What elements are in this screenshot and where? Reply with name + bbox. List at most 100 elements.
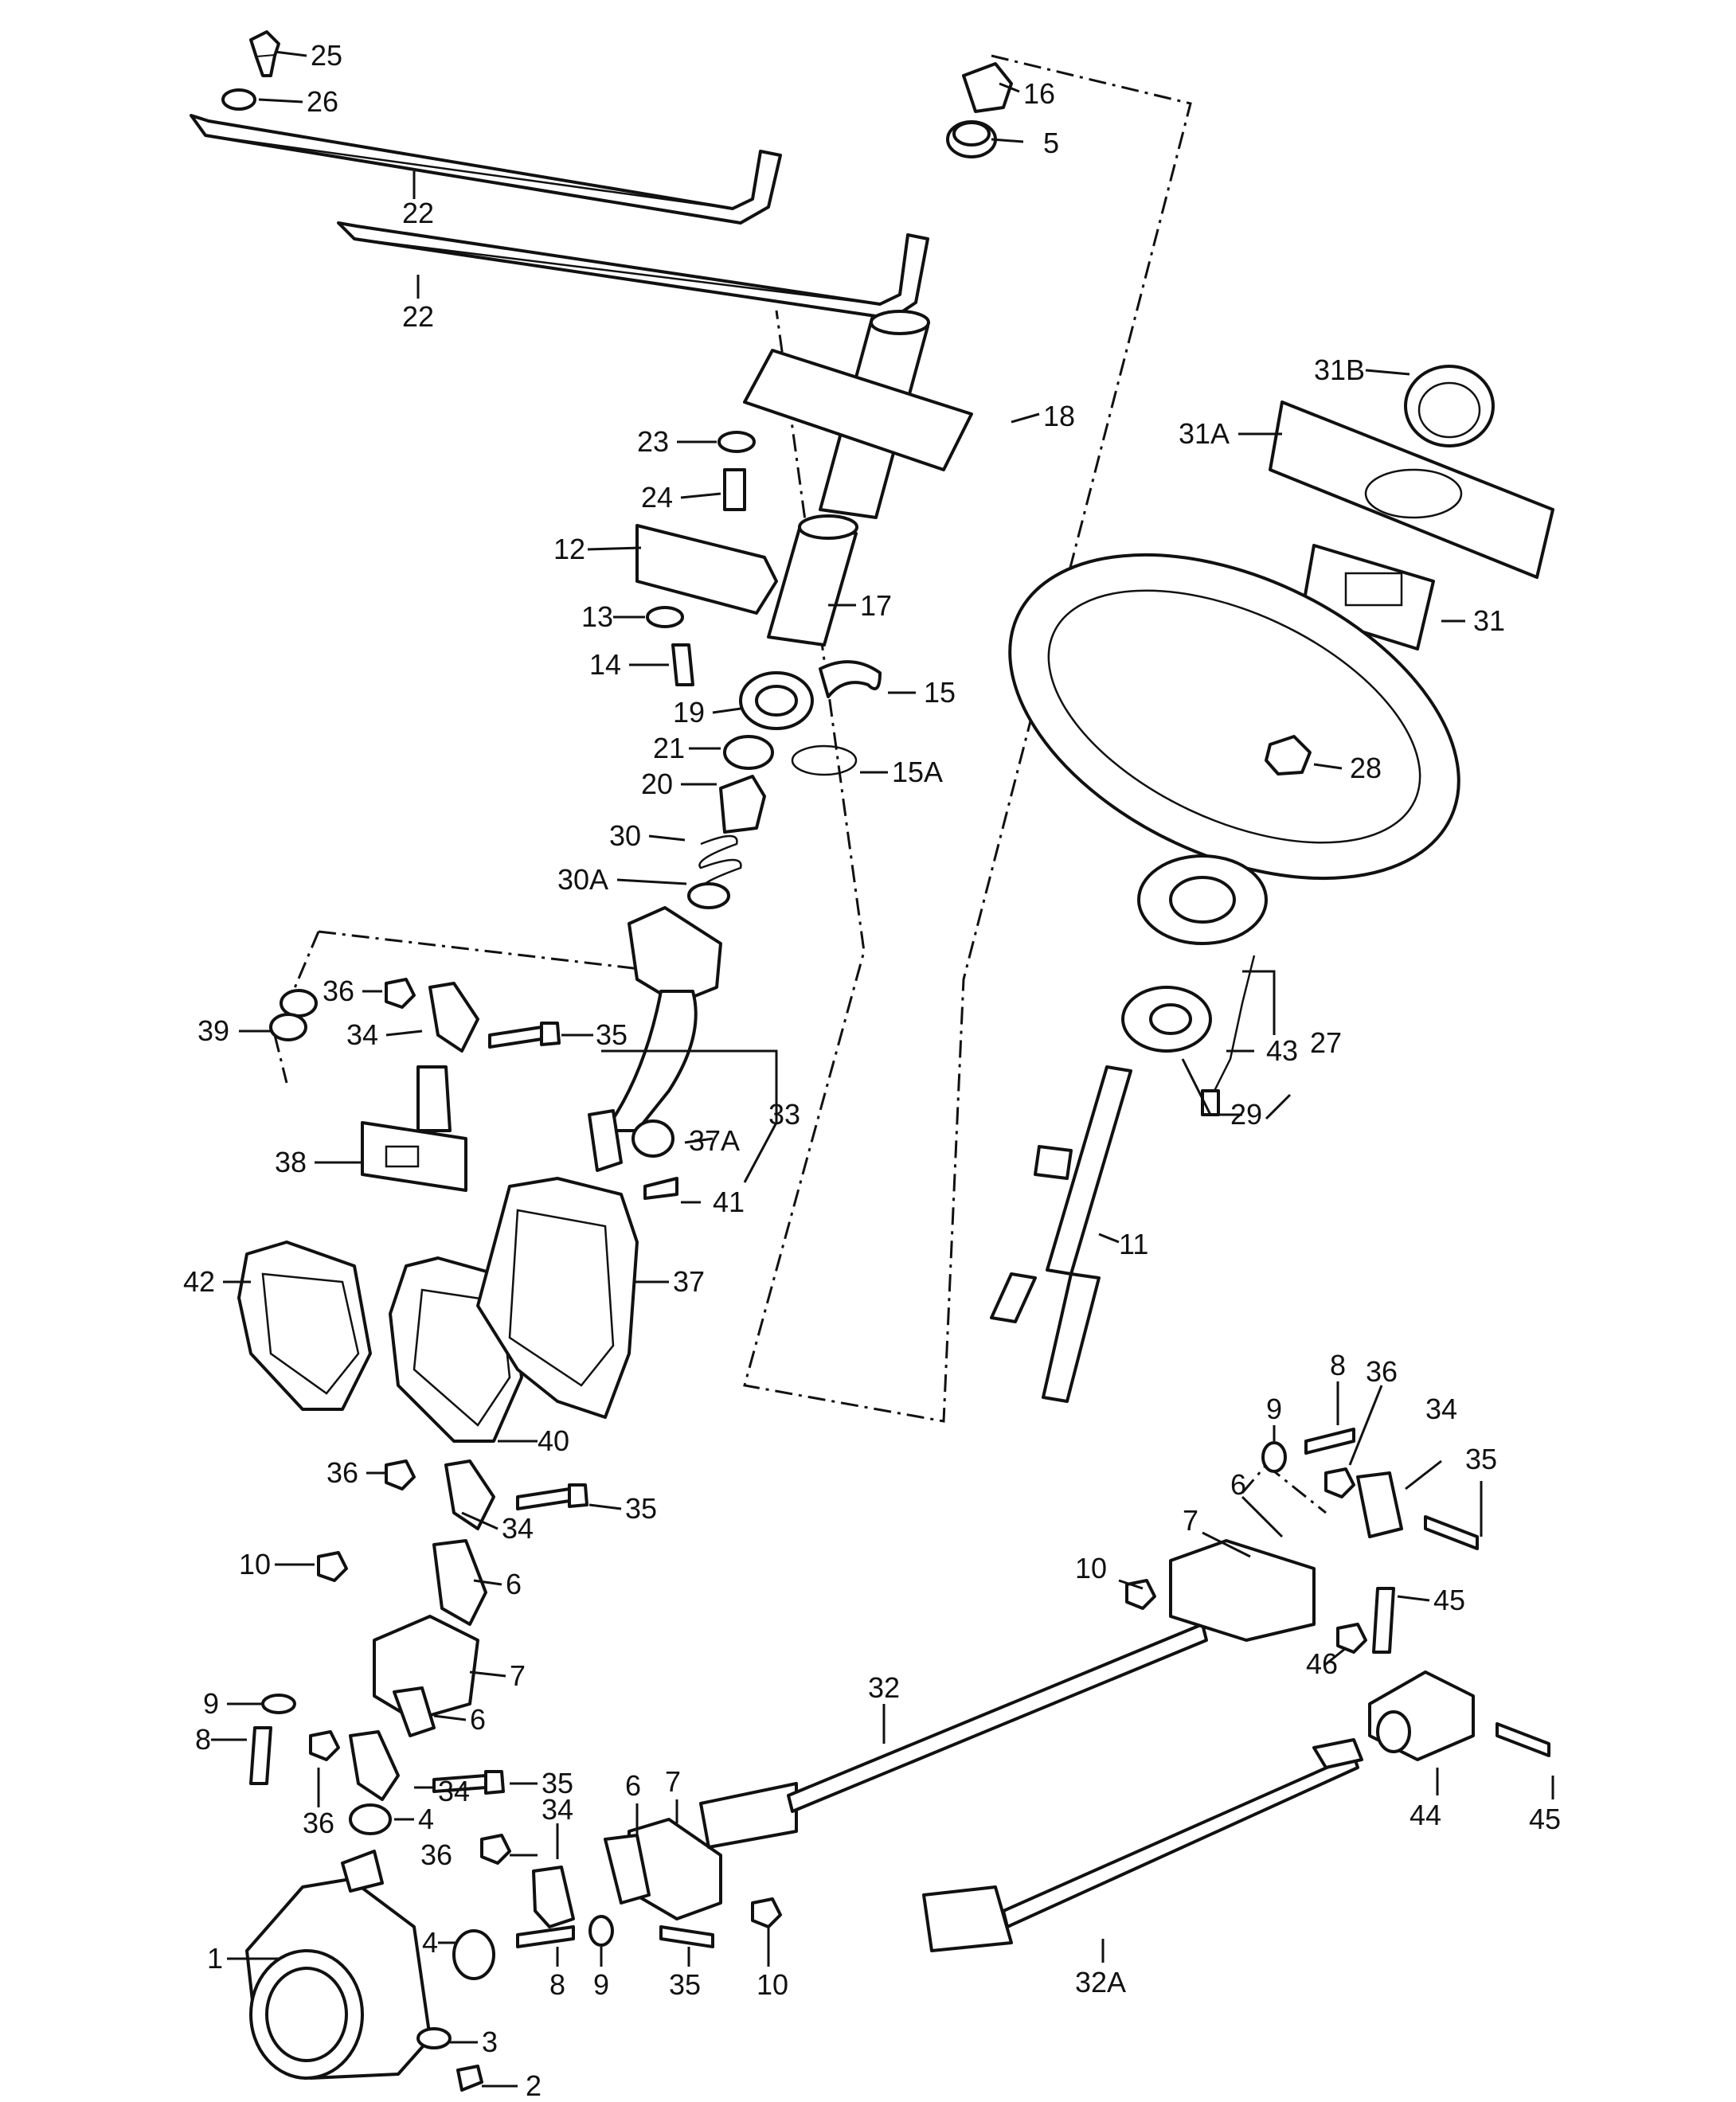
- nut-10-right: [1125, 1579, 1156, 1610]
- wire-43: [1201, 955, 1256, 1116]
- callout-16: 16: [1023, 77, 1055, 110]
- clip-15: [819, 660, 882, 698]
- callout-12: 12: [553, 533, 585, 565]
- nut-36-lower: [309, 1730, 340, 1761]
- washer-30A: [687, 882, 730, 909]
- nut-10-bottom: [751, 1897, 782, 1928]
- callout-31B: 31B: [1314, 354, 1365, 386]
- callout-37A: 37A: [689, 1124, 740, 1157]
- callout-33: 33: [768, 1098, 800, 1131]
- callout-10: 10: [1075, 1552, 1107, 1584]
- washer-9-right: [1261, 1441, 1287, 1473]
- callout-37: 37: [673, 1265, 705, 1298]
- column-tube-17: [767, 514, 858, 647]
- callout-36: 36: [303, 1807, 334, 1839]
- spring-30: [698, 834, 742, 889]
- support-bracket-lower: [337, 221, 929, 320]
- callout-34: 34: [346, 1018, 378, 1051]
- callout-35: 35: [542, 1767, 573, 1799]
- assembly-group-outline: [743, 54, 1192, 1423]
- clamp-6-middle: [604, 1834, 651, 1905]
- callout-19: 19: [673, 696, 705, 729]
- clamp-34-upper: [428, 982, 479, 1053]
- bolt-8-right: [1304, 1428, 1355, 1455]
- callout-7: 7: [1183, 1504, 1198, 1537]
- washer-3: [416, 2027, 452, 2049]
- plug-39: [269, 989, 318, 1041]
- support-bracket-upper: [190, 114, 782, 225]
- callout-40: 40: [538, 1424, 569, 1457]
- callout-6: 6: [506, 1568, 522, 1600]
- callout-8: 8: [195, 1723, 211, 1756]
- bushing-4-left: [349, 1803, 392, 1835]
- callout-26: 26: [307, 85, 338, 118]
- callout-9: 9: [1266, 1393, 1282, 1425]
- callout-4: 4: [418, 1803, 434, 1835]
- callout-27: 27: [1310, 1026, 1342, 1059]
- gear-20: [719, 775, 766, 834]
- clamp-34-mid: [444, 1459, 495, 1530]
- callout-5: 5: [1043, 127, 1059, 159]
- callout-8: 8: [1330, 1349, 1346, 1381]
- callout-labels: 25 26 22 22 16 5 18 23 24 12 17 13 14 19…: [183, 39, 1561, 2102]
- callout-42: 42: [183, 1265, 215, 1298]
- ring-21: [723, 735, 774, 770]
- callout-34: 34: [542, 1793, 573, 1826]
- callout-44: 44: [1410, 1799, 1441, 1831]
- callout-24: 24: [641, 481, 673, 514]
- ring-15A: [791, 744, 858, 776]
- steering-shaft-11: [990, 1065, 1132, 1403]
- callout-39: 39: [197, 1014, 229, 1047]
- intermediate-shaft-32A: [922, 1738, 1363, 1952]
- callout-2: 2: [526, 2069, 542, 2102]
- bearing-19: [739, 671, 814, 730]
- switch-lever-33: [588, 1109, 674, 1172]
- nut-36-right: [1324, 1467, 1355, 1498]
- bolt-8-bottom: [516, 1925, 575, 1948]
- washer-13: [646, 606, 684, 628]
- nut-28: [1265, 735, 1312, 776]
- callout-34: 34: [502, 1512, 534, 1545]
- steering-wheel: [1008, 553, 1460, 945]
- callout-34: 34: [1425, 1393, 1457, 1425]
- washer-26: [221, 88, 256, 111]
- callout-41: 41: [713, 1186, 745, 1218]
- callout-29: 29: [1230, 1098, 1262, 1131]
- bolt-2: [456, 2065, 483, 2092]
- callout-7: 7: [665, 1765, 681, 1798]
- screw-14: [671, 643, 694, 686]
- callout-35: 35: [669, 1968, 701, 2001]
- nut-36-bottom: [480, 1834, 511, 1865]
- callout-11: 11: [1119, 1228, 1148, 1260]
- callout-1: 1: [207, 1942, 223, 1975]
- horn-pad-31A: [1269, 400, 1554, 579]
- callout-7: 7: [510, 1659, 526, 1692]
- bolt-45-lower: [1496, 1722, 1550, 1757]
- horn-emblem-31B: [1404, 365, 1495, 447]
- nut-36-upper: [385, 978, 416, 1009]
- lock-38: [361, 1065, 467, 1192]
- bolt-8-left: [249, 1726, 272, 1785]
- screw-24: [723, 468, 746, 511]
- bolt-35-upper: [488, 1022, 561, 1049]
- callout-6: 6: [625, 1769, 641, 1802]
- callout-20: 20: [641, 768, 673, 800]
- column-bracket-plate: [743, 349, 973, 471]
- bolt-35-mid: [516, 1483, 588, 1510]
- callout-21: 21: [653, 732, 685, 764]
- bolt-35-right: [1424, 1515, 1479, 1550]
- callout-36: 36: [323, 975, 354, 1007]
- callout-30: 30: [609, 819, 641, 852]
- washer-9-left: [261, 1694, 296, 1714]
- steering-gearbox-1: [245, 1850, 432, 2080]
- clamp-34-right: [1356, 1471, 1403, 1538]
- washer-9-bottom: [588, 1915, 614, 1947]
- callout-45: 45: [1529, 1803, 1561, 1835]
- clamp-34-lower: [349, 1730, 400, 1801]
- leader-lines: [211, 50, 1554, 2088]
- bushing-4-mid: [452, 1929, 495, 1980]
- switch-housing-12: [635, 524, 778, 615]
- universal-joint-44: [1368, 1670, 1475, 1761]
- nut-5: [946, 120, 997, 158]
